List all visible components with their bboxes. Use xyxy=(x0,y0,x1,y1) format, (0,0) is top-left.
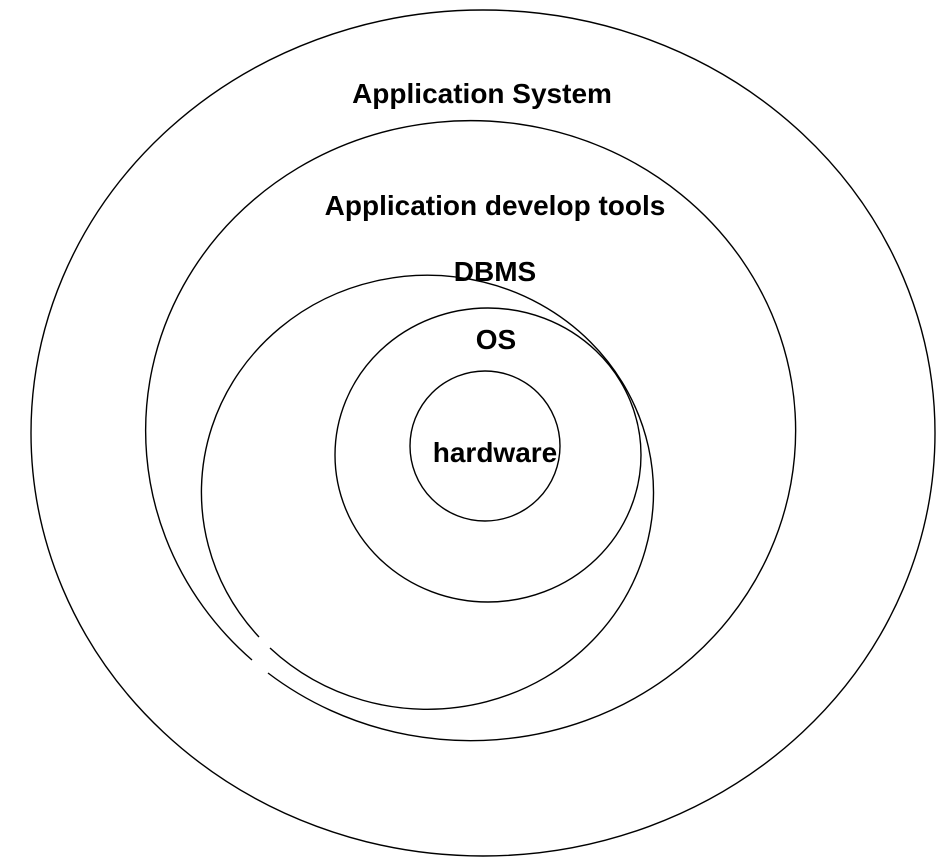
ring-dbms xyxy=(200,274,655,710)
label-hardware: hardware xyxy=(433,437,558,468)
label-application-develop-tools: Application develop tools xyxy=(325,190,666,221)
label-os: OS xyxy=(476,324,516,355)
ring-application-develop-tools xyxy=(144,119,797,742)
label-dbms: DBMS xyxy=(454,256,536,287)
ring-application-system xyxy=(30,9,936,857)
ring-hardware xyxy=(409,370,561,522)
label-application-system: Application System xyxy=(352,78,612,109)
ring-os xyxy=(334,307,642,603)
